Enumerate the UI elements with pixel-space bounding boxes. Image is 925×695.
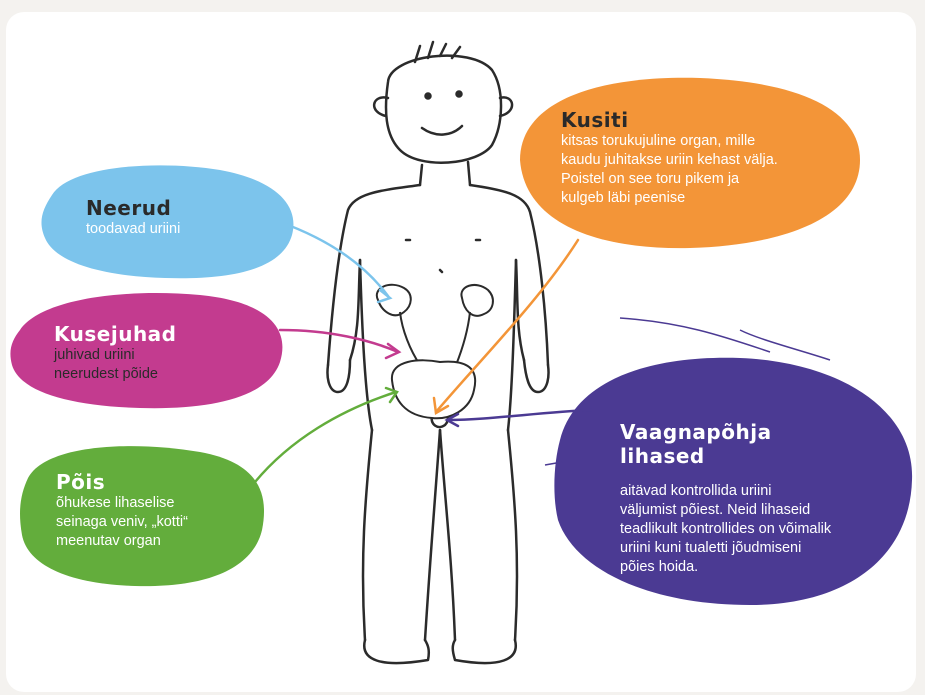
vaagnapohja-text-4: uriini kuni tualetti jõudmiseni	[620, 539, 831, 558]
pois-arrow	[255, 392, 396, 482]
kusejuhad-text-2: neerudest põide	[54, 365, 177, 384]
vaagnapohja-text-3: teadlikult kontrollides on võimalik	[620, 520, 831, 539]
kusejuhad-title: Kusejuhad	[54, 322, 177, 346]
kusiti-text-4: kulgeb läbi peenise	[561, 189, 778, 208]
kusiti-arrow	[436, 240, 578, 412]
kidney-right	[461, 285, 493, 316]
kusejuhad-text-1: juhivad uriini	[54, 346, 177, 365]
pois-text-3: meenutav organ	[56, 532, 188, 551]
pois-text-2: seinaga veniv, „kotti“	[56, 513, 188, 532]
pois-label: Põis õhukese lihaselise seinaga veniv, „…	[56, 470, 188, 551]
neerud-title: Neerud	[86, 196, 180, 220]
pois-title: Põis	[56, 470, 188, 494]
neerud-label: Neerud toodavad uriini	[86, 196, 180, 239]
vaagnapohja-text-5: põies hoida.	[620, 558, 831, 577]
vaagnapohja-text-1: aitävad kontrollida uriini	[620, 482, 831, 501]
kusiti-title: Kusiti	[561, 108, 778, 132]
boy-figure	[327, 42, 548, 663]
arrows	[255, 222, 592, 482]
vaagnapohja-title-2: lihased	[620, 444, 831, 468]
vaagnapohja-title-1: Vaagnapõhja	[620, 420, 831, 444]
ureters	[400, 312, 470, 365]
vaagnapohja-label: Vaagnapõhja lihased aitävad kontrollida …	[620, 420, 831, 577]
kusiti-label: Kusiti kitsas torukujuline organ, mille …	[561, 108, 778, 208]
bladder	[392, 360, 475, 418]
neerud-arrow	[280, 222, 388, 296]
vaagnapohja-text-2: väljumist põiest. Neid lihaseid	[620, 501, 831, 520]
kusiti-text-3: Poistel on see toru pikem ja	[561, 170, 778, 189]
neerud-text: toodavad uriini	[86, 220, 180, 239]
pois-text-1: õhukese lihaselise	[56, 494, 188, 513]
kusejuhad-label: Kusejuhad juhivad uriini neerudest põide	[54, 322, 177, 384]
kusiti-text-2: kaudu juhitakse uriin kehast välja.	[561, 151, 778, 170]
kusejuhad-arrow	[280, 330, 398, 352]
kusiti-text-1: kitsas torukujuline organ, mille	[561, 132, 778, 151]
